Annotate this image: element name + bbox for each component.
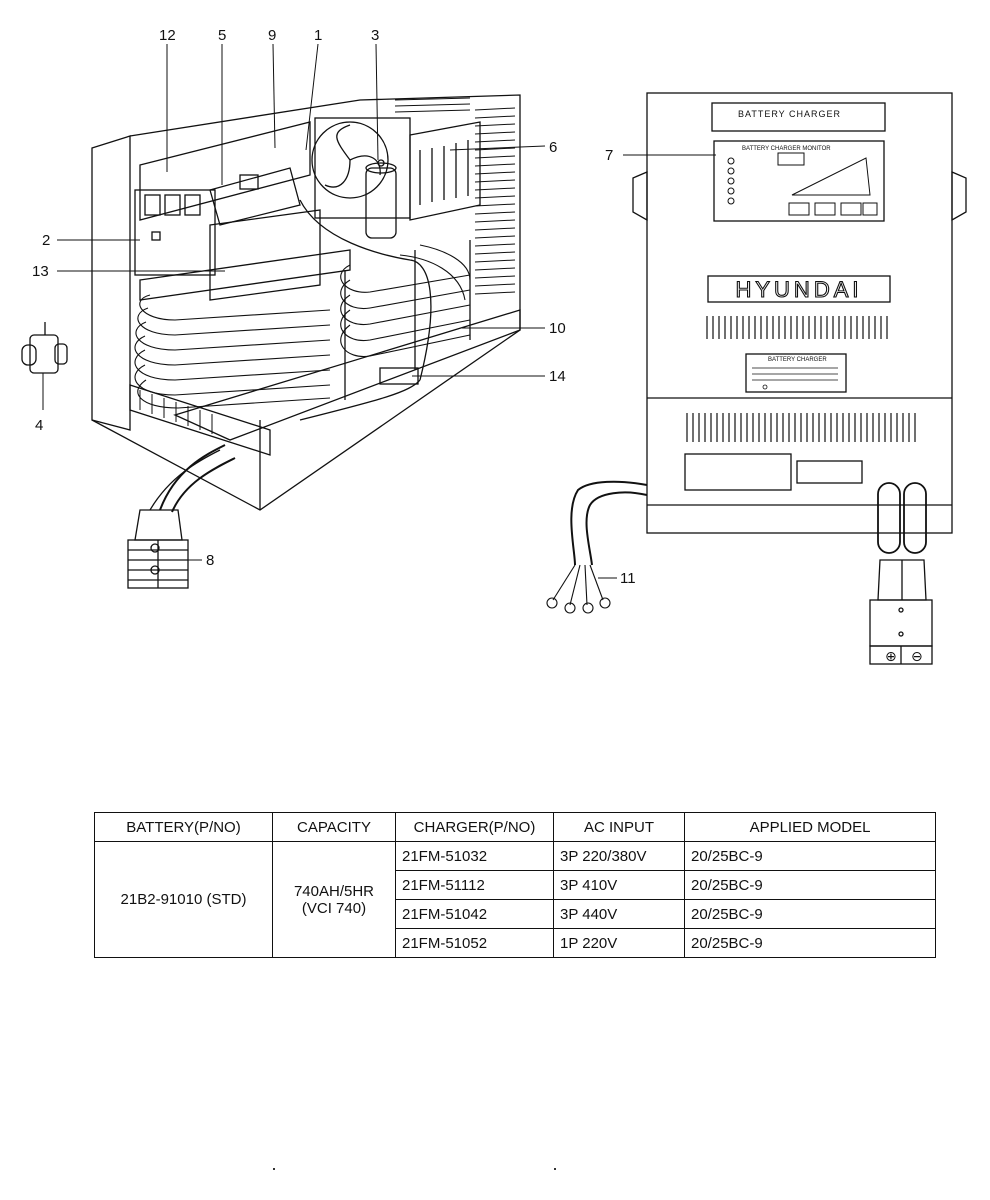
callout-3: 3 (371, 27, 379, 44)
table-row: 21B2-91010 (STD) 740AH/5HR (VCI 740) 21F… (94, 841, 936, 958)
callout-10: 10 (549, 320, 566, 337)
ac-input-cell: 3P 220/380V (553, 841, 685, 871)
table-row: 21FM-51112 3P 410V 20/25BC-9 (95, 870, 936, 900)
callout-5: 5 (218, 27, 226, 44)
applied-model-cell: 20/25BC-9 (684, 928, 936, 958)
capacity-line2: (VCI 740) (301, 899, 367, 917)
charger-front-view (546, 92, 967, 665)
callout-4: 4 (35, 417, 43, 434)
applied-model-cell: 20/25BC-9 (684, 841, 936, 871)
ac-input-cell: 3P 440V (553, 899, 685, 929)
charger-pno-cell: 21FM-51032 (395, 841, 554, 871)
footer-dot (554, 1168, 556, 1170)
charger-pno-cell: 21FM-51112 (395, 870, 554, 900)
table-header-row: BATTERY(P/NO) CAPACITY CHARGER(P/NO) AC … (94, 812, 936, 842)
charger-pno-cell: 21FM-51052 (395, 928, 554, 958)
capacity-cell: 740AH/5HR (VCI 740) (272, 841, 396, 958)
callout-12: 12 (159, 27, 176, 44)
battery-plug (127, 509, 189, 589)
col-ac-input: AC INPUT (553, 812, 685, 842)
capacity-line1: 740AH/5HR (293, 882, 375, 900)
callout-14: 14 (549, 368, 566, 385)
callout-9: 9 (268, 27, 276, 44)
terminal-minus-icon: ⊖ (911, 649, 923, 665)
nameplate-title: BATTERY CHARGER (738, 109, 841, 119)
battery-charger-diagram: 12 5 9 1 3 6 2 13 4 10 14 8 7 11 BATTERY… (21, 27, 967, 665)
callout-13: 13 (32, 263, 49, 280)
callout-1: 1 (314, 27, 322, 44)
terminal-plus-icon: ⊕ (885, 649, 897, 665)
table-row: 21FM-51052 1P 220V 20/25BC-9 (95, 928, 936, 958)
leader-lines (42, 43, 716, 579)
callout-8: 8 (206, 552, 214, 569)
footer-dot (273, 1168, 275, 1170)
spec-plate-title: BATTERY CHARGER (768, 357, 827, 363)
ac-input-cell: 1P 220V (553, 928, 685, 958)
ac-input-cell: 3P 410V (553, 870, 685, 900)
charger-pno-cell: 21FM-51042 (395, 899, 554, 929)
callout-2: 2 (42, 232, 50, 249)
col-battery-pno: BATTERY(P/NO) (94, 812, 273, 842)
col-capacity: CAPACITY (272, 812, 396, 842)
detached-switch-part (21, 322, 68, 374)
col-applied-model: APPLIED MODEL (684, 812, 936, 842)
callout-labels: 12 5 9 1 3 6 2 13 4 10 14 8 7 11 (32, 27, 636, 587)
callout-6: 6 (549, 139, 557, 156)
applied-model-cell: 20/25BC-9 (684, 899, 936, 929)
applied-model-cell: 20/25BC-9 (684, 870, 936, 900)
callout-7: 7 (605, 147, 613, 164)
charger-spec-table: BATTERY(P/NO) CAPACITY CHARGER(P/NO) AC … (94, 812, 936, 958)
battery-pno-cell: 21B2-91010 (STD) (94, 841, 273, 958)
col-charger-pno: CHARGER(P/NO) (395, 812, 554, 842)
monitor-title: BATTERY CHARGER MONITOR (742, 146, 831, 152)
charger-cabinet-cutaway (91, 94, 521, 589)
brand-logo: HYUNDAI (735, 277, 862, 302)
callout-11: 11 (620, 570, 636, 587)
